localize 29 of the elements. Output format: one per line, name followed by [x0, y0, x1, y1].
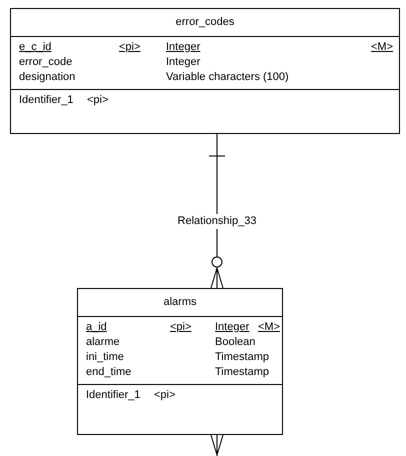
- entity-box: [77, 288, 283, 435]
- attribute-name: designation: [19, 70, 76, 85]
- entity-name: error_codes: [11, 9, 399, 37]
- attribute-name: a_id: [86, 320, 107, 335]
- data-type: Timestamp: [215, 365, 269, 380]
- data-type: Integer: [166, 40, 200, 55]
- attribute-name: error_code: [19, 55, 72, 70]
- key-marker: <pi>: [154, 388, 176, 403]
- relationship-line: [210, 434, 224, 456]
- attribute-name: alarme: [86, 335, 120, 350]
- data-type: Boolean: [215, 335, 256, 350]
- entity-box: [10, 8, 400, 134]
- data-type: Integer: [166, 55, 200, 70]
- edge-label: Relationship_33: [176, 214, 258, 229]
- data-type: Variable characters (100): [166, 70, 289, 85]
- relationship-line: [208, 134, 226, 288]
- attribute-name: e_c_id: [19, 40, 52, 55]
- identifier-name: Identifier_1: [86, 388, 140, 403]
- data-type: Timestamp: [215, 350, 269, 365]
- data-type: Integer: [215, 320, 250, 335]
- attribute-name: ini_time: [86, 350, 124, 365]
- identifier-name: Identifier_1: [19, 93, 74, 108]
- key-marker: <pi>: [170, 320, 192, 335]
- mandatory-marker: <M>: [258, 320, 280, 335]
- entity-name: alarms: [78, 289, 282, 317]
- mandatory-marker: <M>: [371, 40, 394, 55]
- key-marker: <pi>: [119, 40, 140, 55]
- attribute-name: end_time: [86, 365, 132, 380]
- key-marker: <pi>: [87, 93, 108, 108]
